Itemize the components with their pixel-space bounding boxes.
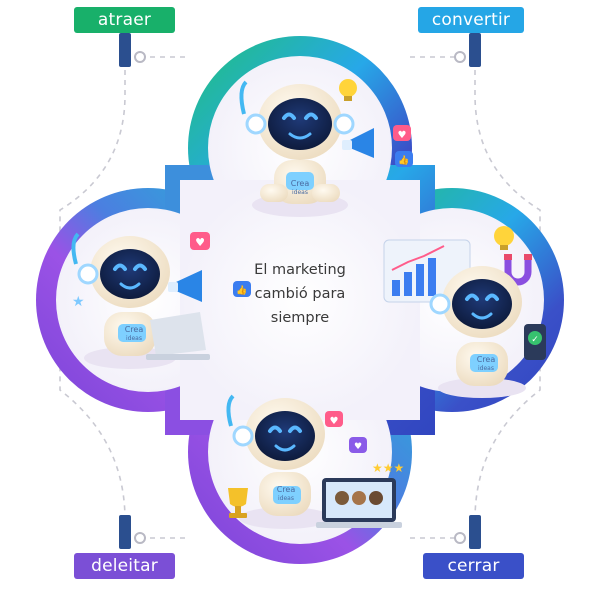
stage-label-convertir: convertir	[418, 7, 524, 33]
svg-text:Crea: Crea	[125, 325, 144, 334]
connector-lines	[59, 50, 541, 539]
trophy-icon	[228, 488, 248, 518]
stage-label-atraer: atraer	[74, 7, 175, 33]
magnet-icon	[504, 254, 532, 286]
svg-text:ideas: ideas	[292, 189, 308, 196]
badge-top: Crea ideas	[291, 179, 310, 196]
laptop-icon	[316, 478, 402, 528]
robot-top	[239, 80, 355, 217]
svg-text:ideas: ideas	[126, 335, 142, 342]
svg-text:♥: ♥	[354, 442, 362, 452]
heart-icon: ♥	[393, 125, 411, 141]
svg-text:♥: ♥	[398, 130, 407, 141]
robot-left	[71, 232, 176, 369]
like-icon: 👍	[233, 281, 251, 297]
star-icon: ★	[72, 294, 85, 310]
stage-label-cerrar: cerrar	[423, 553, 524, 579]
lightbulb-icon	[339, 79, 357, 101]
star-icon: ★★★	[372, 461, 404, 475]
svg-text:♥: ♥	[195, 236, 205, 249]
badge-right: Crea ideas	[477, 355, 496, 372]
heart-icon: ♥	[190, 232, 210, 250]
robot-bottom	[226, 394, 331, 529]
badge-bottom: Crea ideas	[277, 485, 296, 502]
connector-nodes	[119, 33, 481, 549]
svg-text:Crea: Crea	[277, 485, 296, 494]
phone-icon: ✓	[524, 324, 546, 360]
laptop-icon	[146, 312, 210, 360]
like-icon: ♥	[349, 437, 367, 453]
center-caption-line-1: El marketing	[254, 262, 346, 278]
badge-left: Crea ideas	[125, 325, 144, 342]
svg-text:Crea: Crea	[477, 355, 496, 364]
lightbulb-icon	[494, 226, 514, 250]
robot-right	[429, 266, 526, 398]
megaphone-icon	[342, 128, 374, 158]
stage-label-deleitar: deleitar	[74, 553, 175, 579]
like-icon: 👍	[395, 151, 413, 167]
svg-text:👍: 👍	[236, 284, 247, 296]
svg-text:ideas: ideas	[278, 495, 294, 502]
svg-text:Crea: Crea	[291, 179, 310, 188]
center-caption-line-3: siempre	[270, 310, 330, 326]
svg-text:♥: ♥	[330, 416, 339, 427]
svg-text:✓: ✓	[531, 335, 539, 345]
center-caption-line-2: cambió para	[254, 286, 346, 302]
center-caption: El marketing cambió para siempre	[232, 258, 368, 330]
heart-icon: ♥	[325, 411, 343, 427]
svg-text:ideas: ideas	[478, 365, 494, 372]
megaphone-icon	[168, 270, 202, 302]
svg-text:👍: 👍	[398, 154, 409, 166]
